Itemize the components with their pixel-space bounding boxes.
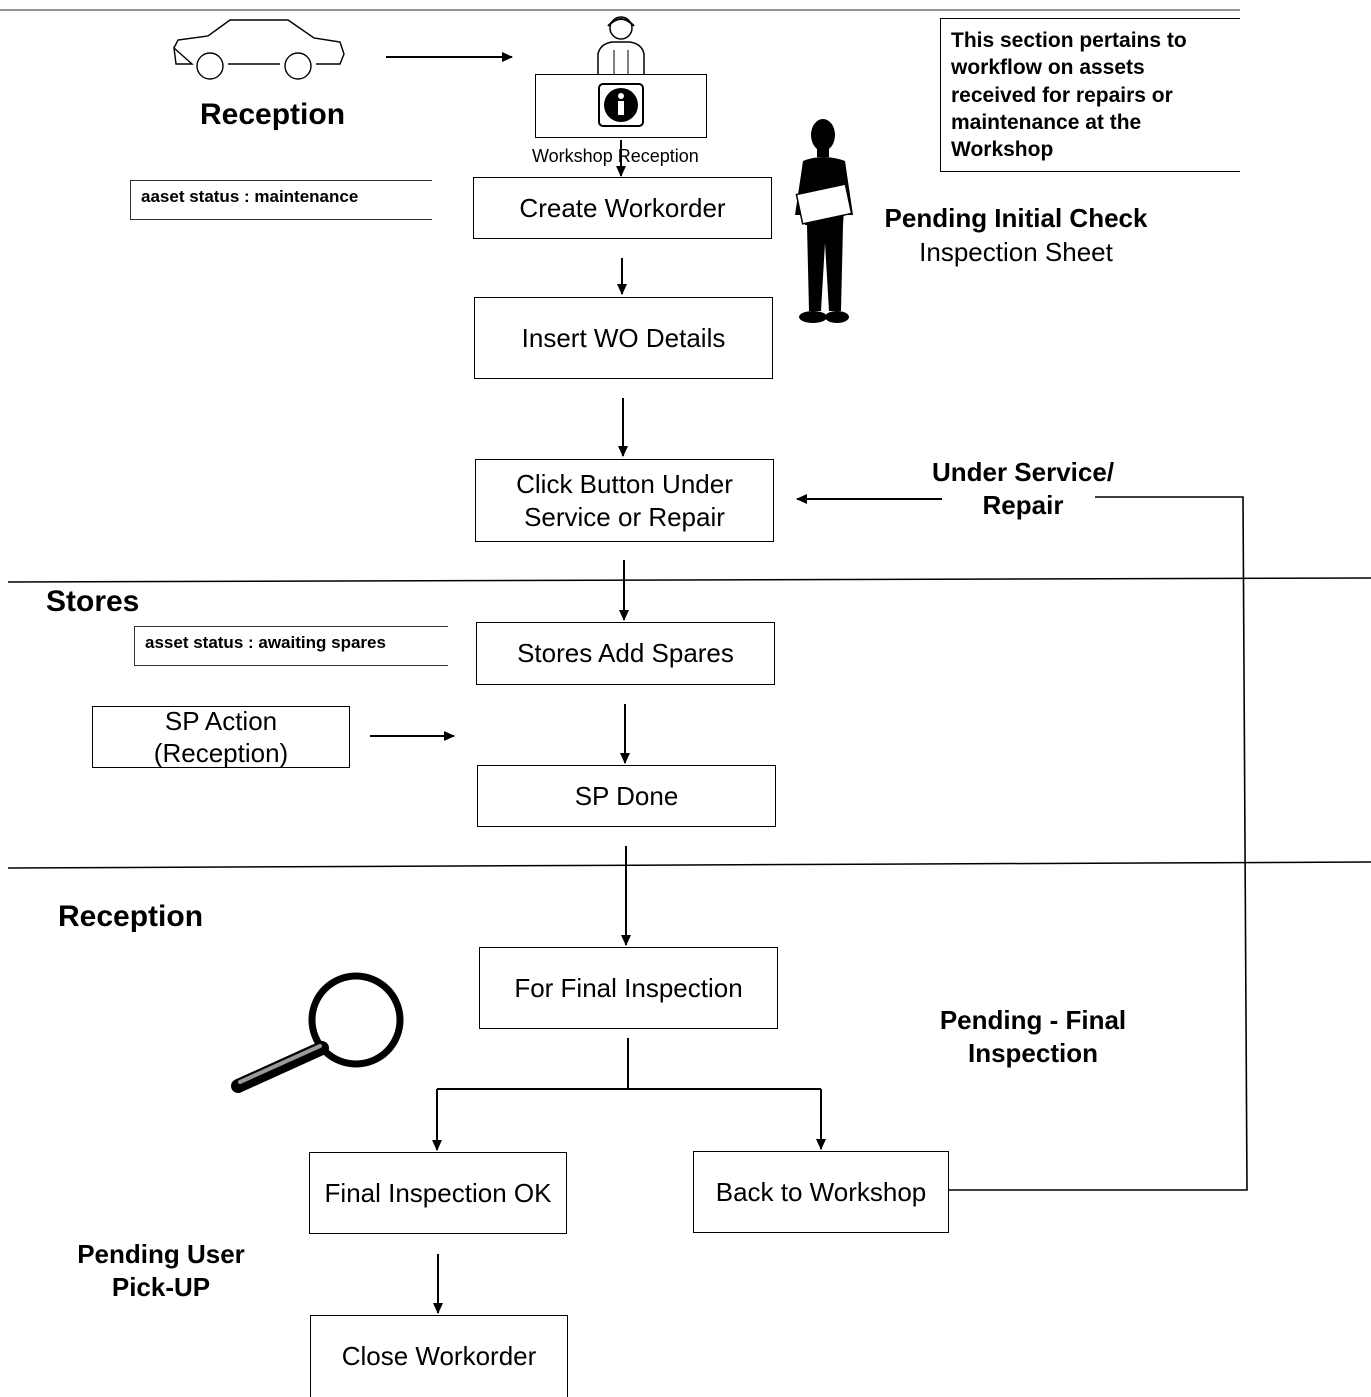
asset-status-awaiting-spares: asset status : awaiting spares (134, 626, 448, 666)
under-service-repair-label: Under Service/ Repair (931, 457, 1115, 520)
magnifier-icon (230, 972, 410, 1094)
loop-line (949, 496, 1248, 1191)
section-title-reception-bottom: Reception (58, 900, 204, 933)
pending-initial-check-title: Pending Initial Check (884, 203, 1148, 233)
back-to-workshop-step: Back to Workshop (693, 1151, 949, 1233)
reception-desk (535, 74, 707, 138)
click-button-service-repair-step: Click Button Under Service or Repair (475, 459, 774, 542)
section-title-stores: Stores (46, 585, 140, 618)
section-note: This section pertains to workflow on ass… (940, 18, 1240, 172)
final-inspection-ok-step: Final Inspection OK (309, 1152, 567, 1234)
stores-add-spares-step: Stores Add Spares (476, 622, 775, 685)
section-divider-reception (7, 861, 1371, 869)
close-workorder-step: Close Workorder (310, 1315, 568, 1397)
insert-wo-details-step: Insert WO Details (474, 297, 773, 379)
inspector-icon (795, 115, 857, 327)
pending-initial-check-subtitle: Inspection Sheet (919, 237, 1113, 267)
pending-final-inspection-label: Pending - Final Inspection (939, 1005, 1127, 1068)
receptionist-icon (590, 14, 652, 76)
asset-status-maintenance: aaset status : maintenance (130, 180, 432, 220)
pending-user-pickup-label: Pending User Pick-UP (77, 1239, 245, 1302)
sp-action-reception-step: SP Action (Reception) (92, 706, 350, 768)
create-workorder-step: Create Workorder (473, 177, 772, 239)
section-title-reception-top: Reception (200, 98, 346, 131)
for-final-inspection-step: For Final Inspection (479, 947, 778, 1029)
info-icon (598, 83, 644, 127)
sp-done-step: SP Done (477, 765, 776, 827)
section-divider-stores (7, 577, 1371, 583)
car-icon (168, 14, 350, 84)
desk-label: Workshop Reception (532, 146, 699, 166)
